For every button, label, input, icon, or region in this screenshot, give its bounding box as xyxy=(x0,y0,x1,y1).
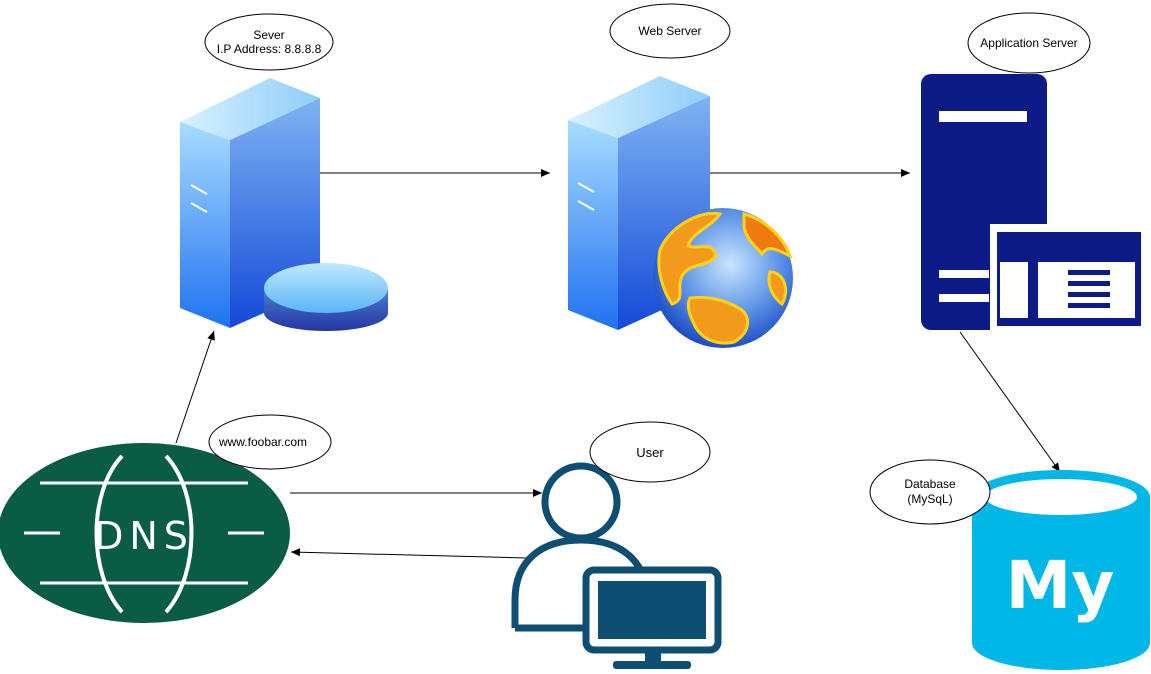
web-server-label: Web Server xyxy=(609,3,731,59)
svg-text:Web Server: Web Server xyxy=(638,24,701,38)
dns-text: DNS xyxy=(94,514,194,558)
appserver-to-database-arrow xyxy=(959,331,1061,473)
sever-name: Sever xyxy=(253,28,284,42)
svg-text:User: User xyxy=(636,445,664,460)
domain-label: www.foobar.com xyxy=(208,414,332,470)
application-server-icon xyxy=(921,74,1148,330)
svg-text:(MySqL): (MySqL) xyxy=(907,492,952,506)
app-server-label: Application Server xyxy=(967,12,1091,74)
dns-globe-icon: DNS xyxy=(0,443,290,623)
mysql-database-icon: My xyxy=(972,470,1150,670)
server-with-storage-icon xyxy=(180,78,388,331)
sever-label: Sever I.P Address: 8.8.8.8 xyxy=(204,13,334,71)
user-computer-icon xyxy=(511,462,722,669)
svg-text:www.foobar.com: www.foobar.com xyxy=(218,435,307,449)
svg-text:Application Server: Application Server xyxy=(980,36,1077,50)
database-label: Database (MySqL) xyxy=(869,459,991,525)
user-to-dns-arrow xyxy=(290,548,528,559)
connectors xyxy=(175,169,1061,559)
user-label: User xyxy=(589,421,711,483)
web-server-globe-icon xyxy=(568,76,793,348)
mysql-text: My xyxy=(1006,547,1115,624)
svg-text:Database: Database xyxy=(904,477,956,491)
dns-to-sever-arrow xyxy=(175,330,215,444)
sever-ip-address: I.P Address: 8.8.8.8 xyxy=(217,42,322,56)
